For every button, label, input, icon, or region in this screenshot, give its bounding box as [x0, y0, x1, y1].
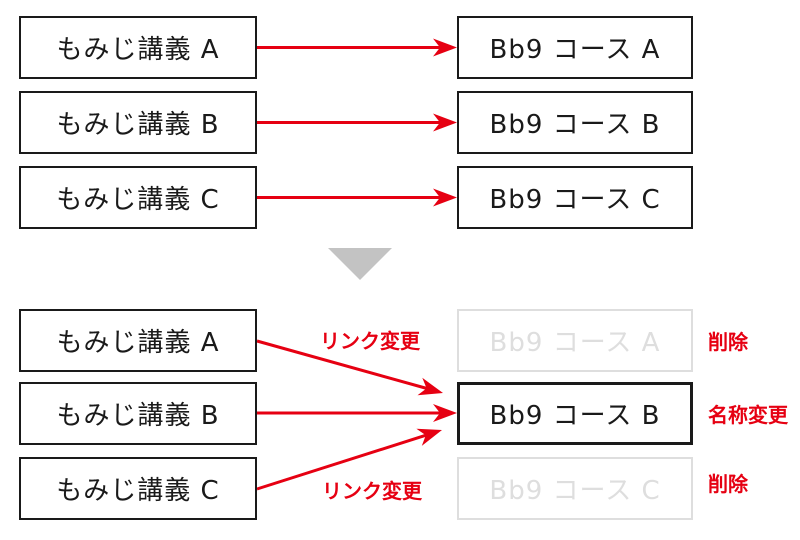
before-lecture-c-label: もみじ講義 C — [56, 185, 220, 215]
down-triangle-icon — [328, 248, 392, 280]
before-course-c-label: Bb9 コース C — [489, 185, 661, 215]
arrow-lecture-c-to-course-c — [257, 188, 457, 207]
before-lecture-c-box: もみじ講義 C — [19, 166, 257, 229]
before-lecture-b-box: もみじ講義 B — [19, 91, 257, 154]
after-lecture-b-label: もみじ講義 B — [56, 401, 220, 431]
link-change-label-top: リンク変更 — [320, 329, 420, 353]
before-course-b-label: Bb9 コース B — [489, 110, 661, 140]
after-course-b-label: Bb9 コース B — [489, 401, 661, 431]
after-lecture-c-label: もみじ講義 C — [56, 476, 220, 506]
arrow-after-lecture-b-to-course-b — [257, 404, 457, 422]
before-course-b-box: Bb9 コース B — [457, 91, 693, 154]
after-lecture-a-box: もみじ講義 A — [19, 309, 257, 372]
before-lecture-a-box: もみじ講義 A — [19, 16, 257, 79]
arrow-lecture-a-to-course-a — [257, 38, 457, 57]
link-change-label-bottom: リンク変更 — [322, 479, 422, 503]
before-lecture-a-label: もみじ講義 A — [56, 35, 220, 65]
annotation-delete-course-a: 削除 — [708, 330, 748, 354]
after-course-b-box: Bb9 コース B — [457, 382, 693, 445]
after-course-c-label: Bb9 コース C — [489, 476, 661, 506]
after-course-c-box-deleted: Bb9 コース C — [457, 457, 693, 520]
arrow-lecture-b-to-course-b — [257, 113, 457, 132]
annotation-rename-course-b: 名称変更 — [708, 403, 788, 427]
before-course-a-box: Bb9 コース A — [457, 16, 693, 79]
after-lecture-c-box: もみじ講義 C — [19, 457, 257, 520]
after-lecture-b-box: もみじ講義 B — [19, 382, 257, 445]
before-course-a-label: Bb9 コース A — [489, 35, 661, 65]
after-lecture-a-label: もみじ講義 A — [56, 328, 220, 358]
after-course-a-box-deleted: Bb9 コース A — [457, 309, 693, 372]
annotation-delete-course-c: 削除 — [708, 472, 748, 496]
before-course-c-box: Bb9 コース C — [457, 166, 693, 229]
before-lecture-b-label: もみじ講義 B — [56, 110, 220, 140]
after-course-a-label: Bb9 コース A — [489, 328, 661, 358]
